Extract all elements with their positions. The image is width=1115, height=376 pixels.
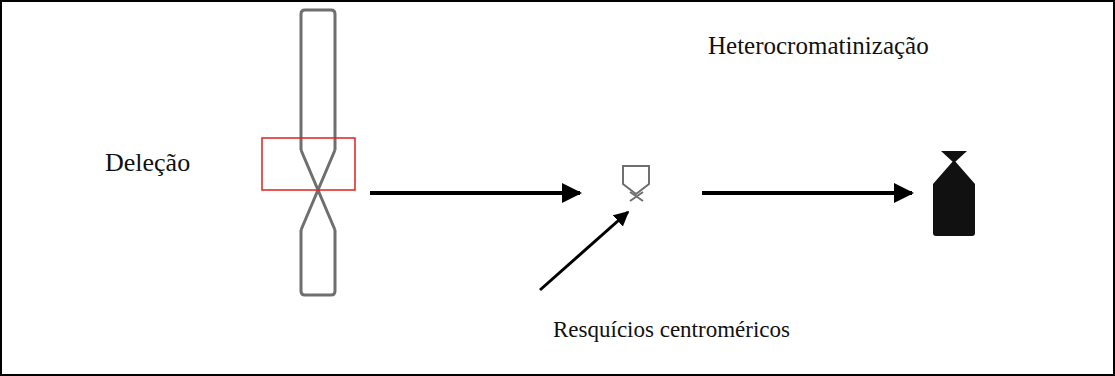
callout-label: Resquícios centroméricos bbox=[553, 317, 790, 342]
heterochromatin-block bbox=[933, 151, 975, 236]
centromeric-remnant bbox=[623, 166, 649, 201]
deletion-box bbox=[262, 138, 355, 190]
step-label: Heterocromatinização bbox=[708, 32, 929, 60]
arrows bbox=[370, 193, 912, 290]
chromosome bbox=[301, 10, 335, 295]
step-label: Deleção bbox=[105, 149, 190, 178]
